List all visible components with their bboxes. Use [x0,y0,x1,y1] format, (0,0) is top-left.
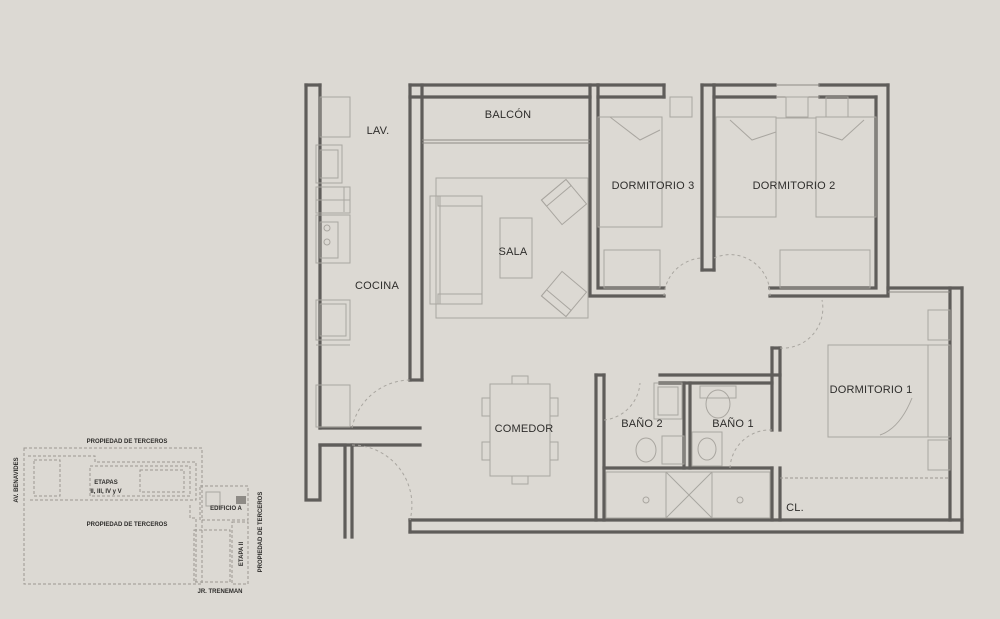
label-comedor: COMEDOR [495,423,554,435]
site-propiedad-mid: PROPIEDAD DE TERCEROS [87,522,168,528]
label-dormitorio-2: DORMITORIO 2 [753,180,836,192]
label-bano-2: BAÑO 2 [621,417,663,430]
site-propiedad-right: PROPIEDAD DE TERCEROS [258,492,264,573]
site-av-benavides: AV. BENAVIDES [14,457,20,502]
kitchen-fixtures [315,96,351,428]
label-bano-1: BAÑO 1 [712,417,754,430]
site-etapas: ETAPAS [94,480,117,486]
windows [422,84,950,293]
label-sala: SALA [499,246,528,258]
label-balcon: BALCÓN [485,108,531,121]
walls [304,83,964,539]
label-lav: LAV. [367,125,390,137]
door-swings [351,254,824,521]
site-jr-treneman: JR. TRENEMAN [197,589,242,595]
site-etapas-list: II, III, IV y V [90,489,121,495]
label-cl: CL. [786,502,804,514]
label-cocina: COCINA [355,280,399,292]
edificio-marker [236,496,246,504]
label-dormitorio-1: DORMITORIO 1 [830,384,913,396]
room-labels: BALCÓN LAV. SALA COCINA COMEDOR DORMITOR… [355,108,912,514]
label-dormitorio-3: DORMITORIO 3 [612,180,695,192]
bedroom-furniture [597,116,951,479]
bathroom-fixtures [605,382,771,519]
living-furniture [429,177,589,319]
site-propiedad-top: PROPIEDAD DE TERCEROS [87,439,168,445]
site-plan: PROPIEDAD DE TERCEROS PROPIEDAD DE TERCE… [14,439,264,595]
site-edificio: EDIFICIO A [210,506,242,512]
dining-furniture [481,375,559,485]
site-etapa-ii: ETAPA II [239,542,245,567]
